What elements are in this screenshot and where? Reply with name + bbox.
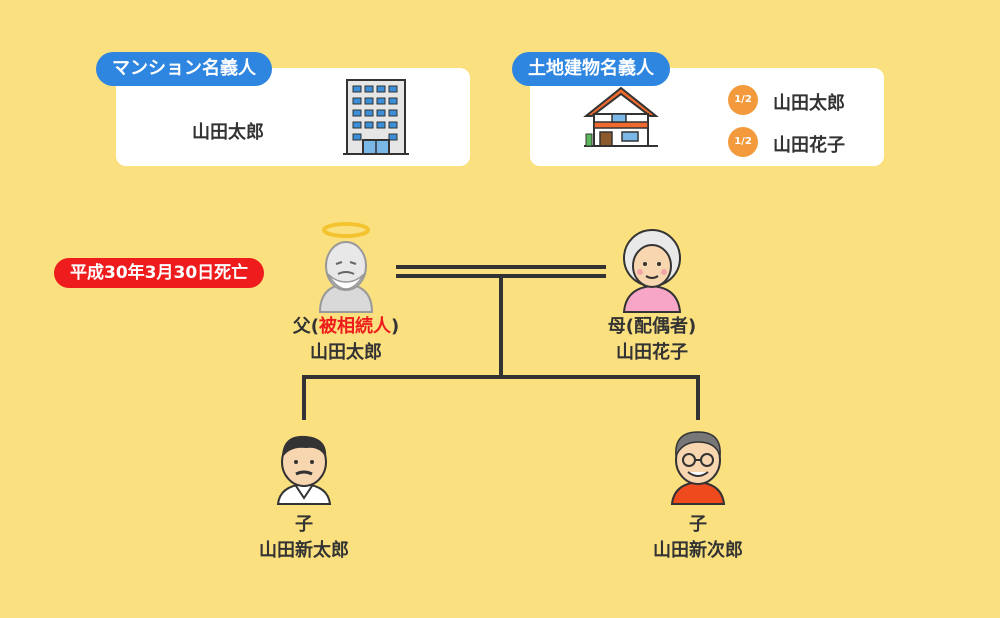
father-role-highlight: 被相続人 bbox=[319, 316, 391, 337]
child2-name: 山田新次郎 bbox=[653, 540, 743, 561]
child1-role: 子 bbox=[295, 514, 313, 535]
child1-label: 子 山田新太郎 bbox=[204, 512, 404, 564]
father-role-prefix: 父( bbox=[292, 316, 319, 337]
child2-label: 子 山田新次郎 bbox=[598, 512, 798, 564]
son-with-glasses-icon bbox=[670, 431, 726, 505]
house-icon bbox=[583, 86, 659, 147]
mother-name: 山田花子 bbox=[616, 342, 688, 363]
mother-label: 母(配偶者) 山田花子 bbox=[552, 314, 752, 366]
mother-role: 母(配偶者) bbox=[607, 316, 697, 337]
land-owner-name-1: 山田太郎 bbox=[773, 93, 845, 114]
child2-role: 子 bbox=[689, 514, 707, 535]
mansion-owner-name: 山田太郎 bbox=[192, 122, 264, 143]
father-name: 山田太郎 bbox=[310, 342, 382, 363]
father-label: 父(被相続人) 山田太郎 bbox=[246, 314, 446, 366]
father-role-suffix: ) bbox=[391, 316, 400, 337]
mansion-owner-pill: マンション名義人 bbox=[96, 52, 272, 86]
death-date-pill: 平成30年3月30日死亡 bbox=[54, 258, 265, 288]
land-owner-name-2: 山田花子 bbox=[773, 135, 845, 156]
son-icon bbox=[276, 435, 332, 505]
share-badge-2: 1/2 bbox=[728, 127, 758, 157]
land-owner-pill: 土地建物名義人 bbox=[512, 52, 670, 86]
child1-name: 山田新太郎 bbox=[259, 540, 349, 561]
apartment-building-icon bbox=[343, 79, 409, 155]
share-badge-1: 1/2 bbox=[728, 85, 758, 115]
deceased-father-angel-icon bbox=[318, 222, 374, 313]
elderly-mother-icon bbox=[622, 229, 682, 313]
